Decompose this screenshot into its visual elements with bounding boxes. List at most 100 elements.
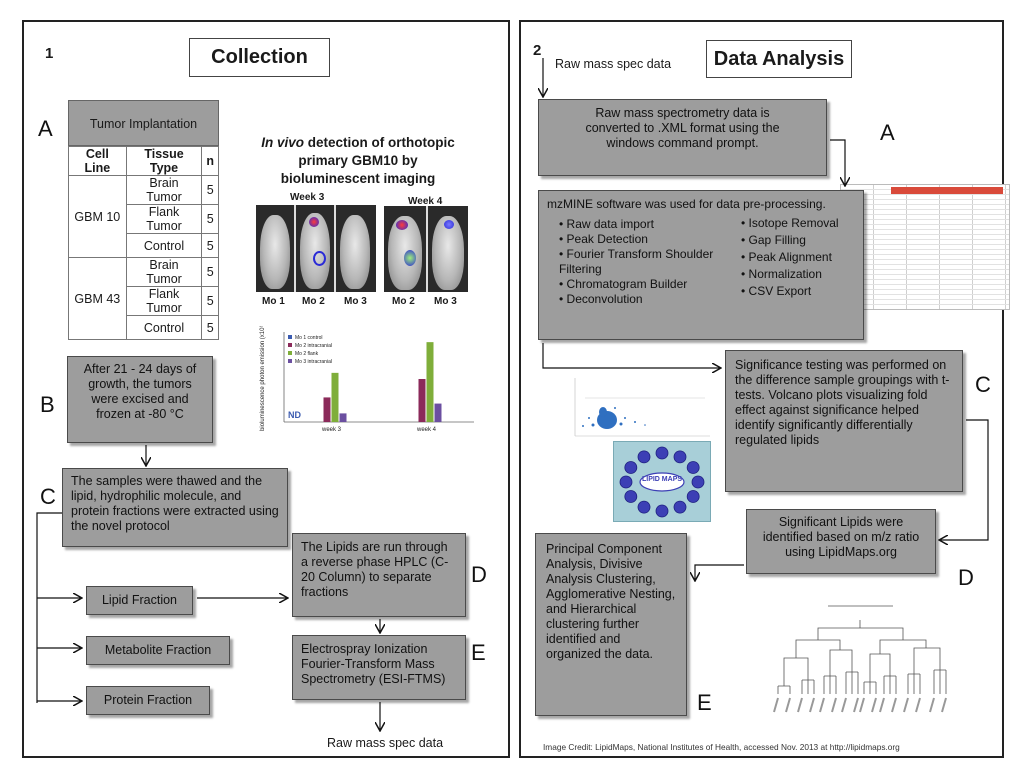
signal-spot	[444, 220, 454, 229]
table-caption: Tumor Implantation	[68, 100, 219, 146]
label-b-left: B	[40, 392, 55, 417]
table-cell: Brain Tumor	[125, 175, 203, 205]
logo-circle	[619, 475, 633, 489]
esi-box: Electrospray Ionization Fourier-Transfor…	[292, 635, 466, 700]
label-a-right: A	[880, 120, 895, 145]
label-a-left: A	[38, 116, 53, 141]
table-cell: Flank Tumor	[125, 286, 203, 316]
growth-box: After 21 - 24 days of growth, the tumors…	[67, 356, 213, 443]
hplc-box: The Lipids are run through a reverse pha…	[292, 533, 466, 617]
week3-label: Week 3	[290, 192, 325, 203]
significance-testing-box: Significance testing was performed on th…	[725, 350, 963, 492]
logo-circle	[686, 461, 700, 474]
label-c-right: C	[975, 372, 991, 397]
table-cell: Flank Tumor	[125, 204, 203, 234]
label-e-right: E	[697, 690, 712, 715]
list-item: Chromatogram Builder	[559, 277, 731, 292]
table-row: GBM 43 Brain Tumor 5	[68, 257, 219, 340]
table-header: n	[201, 146, 219, 176]
mouse-label: Mo 3	[434, 296, 457, 307]
table-cell: Control	[125, 315, 203, 340]
table-cell: GBM 43	[68, 257, 127, 340]
table-cell: Brain Tumor	[125, 257, 203, 287]
bioluminescence-chart: bioluminescence photon emission (x10⁶) Mo…	[250, 326, 478, 438]
panel-number-1: 1	[45, 45, 54, 62]
protein-fraction-box: Protein Fraction	[86, 686, 210, 715]
imaging-title-line2: primary GBM10 by	[298, 153, 418, 168]
raw-data-output-label: Raw mass spec data	[327, 736, 444, 750]
table-cell: 5	[201, 175, 219, 205]
tumor-implantation-table: Tumor Implantation Cell Line Tissue Type…	[68, 100, 219, 340]
logo-circle	[673, 450, 687, 464]
logo-circle	[686, 490, 700, 503]
mouse-label: Mo 2	[302, 296, 325, 307]
logo-circle	[624, 461, 638, 474]
dendrogram-leaf-labels	[773, 697, 947, 713]
label-d-left: D	[471, 562, 487, 587]
list-item: CSV Export	[741, 283, 869, 300]
nd-annotation: ND	[288, 410, 301, 420]
table-cell: Control	[125, 233, 203, 258]
chart-bar	[418, 379, 426, 422]
panel-number-2: 2	[533, 42, 542, 59]
y-axis-label: bioluminescence photon emission (x10⁶)	[259, 326, 266, 431]
signal-spot	[309, 217, 319, 227]
mzmine-title: mzMINE software was used for data pre-pr…	[547, 197, 826, 211]
mzmine-steps-left: Raw data import Peak Detection Fourier T…	[547, 217, 731, 307]
imaging-title-italic: In vivo	[261, 135, 304, 150]
mouse-labels: Mo 1 Mo 2 Mo 3 Mo 2 Mo 3	[256, 296, 476, 310]
image-credit: Image Credit: LipidMaps, National Instit…	[543, 742, 900, 752]
logo-circle	[637, 450, 651, 464]
x-tick-label: week 3	[321, 427, 342, 433]
mouse-image	[260, 215, 290, 289]
legend-swatch	[288, 351, 292, 355]
label-c-left: C	[40, 484, 56, 509]
data-analysis-title: Data Analysis	[706, 40, 852, 78]
logo-circle	[624, 490, 638, 503]
legend-entry: Mo 3 intracranial	[295, 359, 332, 365]
label-e-left: E	[471, 640, 486, 665]
dendrogram-branches	[777, 620, 947, 694]
lipid-maps-logo-text: LIPID MAPS	[641, 476, 683, 483]
mouse-label: Mo 2	[392, 296, 415, 307]
logo-circle	[691, 475, 705, 489]
list-item: Peak Detection	[559, 232, 731, 247]
logo-circle	[655, 504, 669, 518]
legend-swatch	[288, 343, 292, 347]
tumor-table: Cell Line Tissue Type n GBM 10 Brain Tum…	[68, 146, 219, 340]
table-row: Control 5	[69, 233, 219, 258]
lipid-maps-logo: LIPID MAPS	[613, 441, 711, 522]
imaging-title-rest: detection of orthotopic	[304, 135, 455, 150]
chart-bar	[323, 397, 331, 422]
volcano-points	[582, 407, 646, 429]
signal-spot	[396, 220, 408, 230]
imaging-title-line3: bioluminescent imaging	[280, 171, 436, 186]
mouse-image	[340, 215, 370, 289]
week4-mouse-image	[384, 206, 468, 292]
week4-label: Week 4	[408, 196, 443, 207]
lipid-fraction-box: Lipid Fraction	[86, 586, 193, 615]
week3-mouse-image	[256, 205, 376, 292]
table-cell: 5	[201, 233, 219, 258]
label-d-right: D	[958, 565, 974, 590]
legend-entry: Mo 1 control	[295, 335, 323, 341]
signal-spot	[404, 250, 416, 266]
table-cell: 5	[201, 204, 219, 234]
table-cell: GBM 10	[68, 175, 127, 258]
list-item: Raw data import	[559, 217, 731, 232]
raw-data-input-label: Raw mass spec data	[555, 57, 672, 71]
chart-bar	[331, 372, 339, 422]
spreadsheet-thumbnail	[840, 184, 1010, 310]
table-row: Flank Tumor 5	[69, 286, 219, 316]
mzmine-box: mzMINE software was used for data pre-pr…	[538, 190, 864, 340]
legend-swatch	[288, 335, 292, 339]
list-item: Gap Filling	[741, 232, 869, 249]
list-item: Fourier Transform Shoulder Filtering	[559, 247, 731, 277]
logo-ring	[619, 446, 705, 518]
clustering-box: Principal Component Analysis, Divisive A…	[535, 533, 687, 716]
table-cell: 5	[201, 286, 219, 316]
legend-entry: Mo 2 flank	[295, 351, 319, 357]
lipid-identification-box: Significant Lipids were identified based…	[746, 509, 936, 574]
logo-circle	[637, 500, 651, 514]
mouse-label: Mo 3	[344, 296, 367, 307]
